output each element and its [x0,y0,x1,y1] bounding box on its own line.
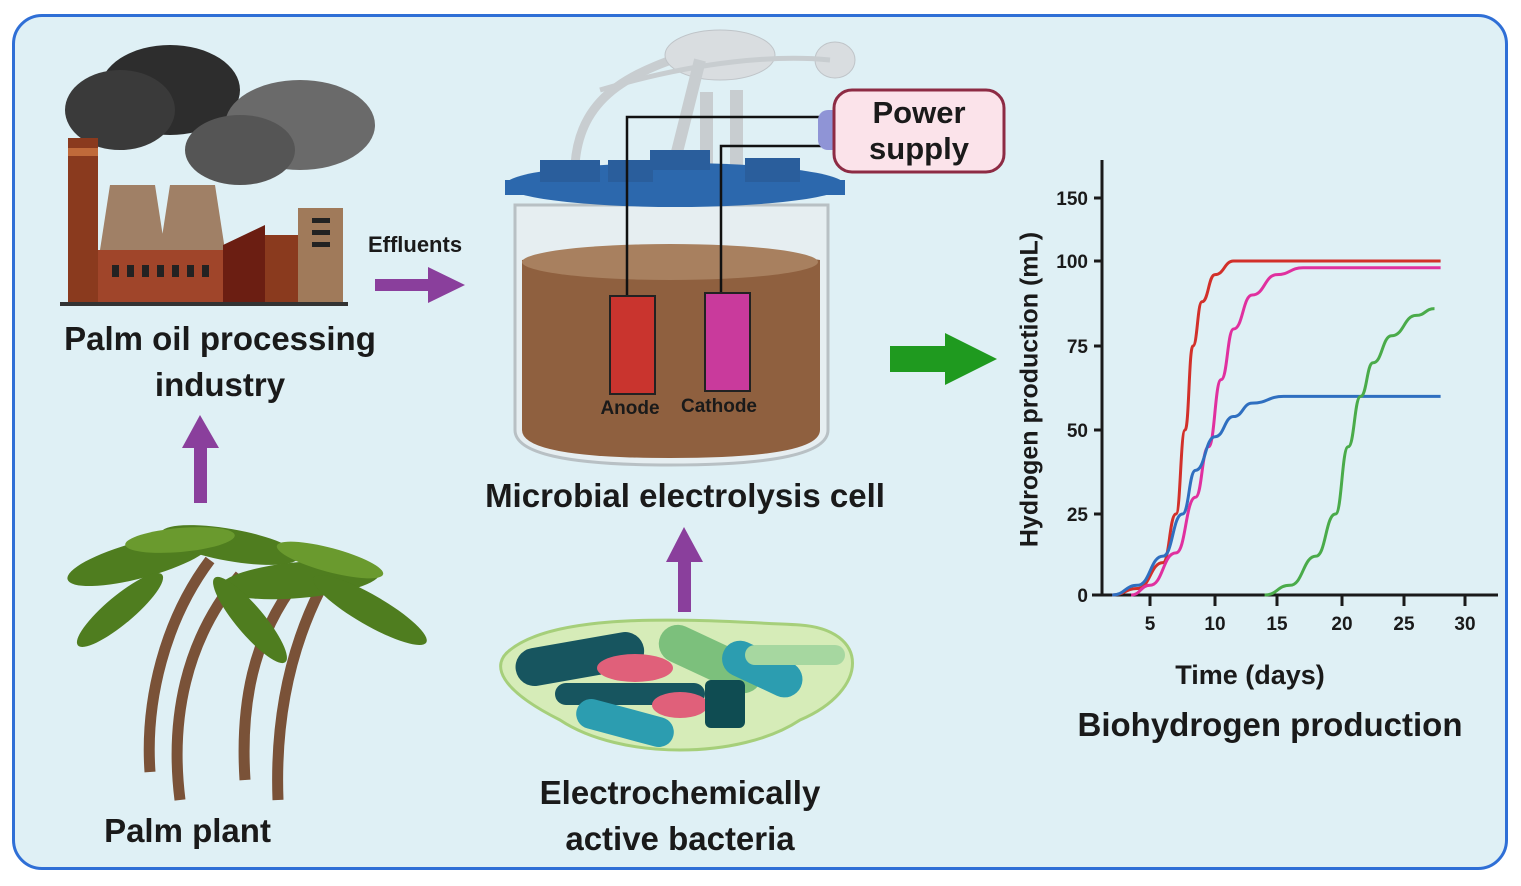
industry-label-line2: industry [154,366,286,403]
bioreactor-icon [505,29,1006,467]
anode-label: Anode [600,398,660,419]
palm-tree-icon [67,525,427,801]
industry-label: Palm oil processing industry [40,316,400,408]
output-arrow [890,333,997,385]
bacteria-label-line2: active bacteria [565,820,795,857]
power-supply-label: Power supply [834,95,1004,167]
bacteria-label: Electrochemically active bacteria [480,770,880,862]
plant-to-industry-arrow [182,415,219,503]
y-tick-label: 25 [1067,505,1089,526]
effluent-arrow [375,267,465,303]
x-tick-label: 5 [1145,614,1156,635]
cathode-label: Cathode [681,396,757,417]
y-tick-label: 75 [1067,337,1089,358]
bacteria-icon [499,618,854,752]
y-tick-label: 50 [1067,421,1088,442]
factory-icon [60,45,375,306]
bacteria-label-line1: Electrochemically [539,774,821,811]
y-axis-label: Hydrogen production (mL) [1015,231,1044,548]
bacteria-to-cell-arrow [666,527,703,612]
x-tick-label: 20 [1331,614,1352,635]
series-line-3 [1112,394,1441,597]
x-tick-label: 25 [1393,614,1415,635]
mec-label: Microbial electrolysis cell [485,477,885,514]
y-tick-label: 150 [1056,189,1088,210]
x-axis-label: Time (days) [1175,660,1325,690]
y-tick-label: 100 [1056,252,1088,273]
power-supply-line2: supply [869,131,969,166]
palm-plant-label: Palm plant [104,812,271,849]
series-line-4 [1264,307,1435,597]
hydrogen-chart: 5 10 15 20 25 30 0 25 50 75 100 150 [1056,160,1498,635]
x-tick-label: 10 [1204,614,1225,635]
series-line-1 [1112,259,1441,597]
y-tick-label: 0 [1077,586,1088,607]
biohydrogen-label: Biohydrogen production [1077,706,1463,743]
x-tick-label: 15 [1266,614,1288,635]
series-line-2 [1130,266,1441,597]
power-supply-line1: Power [872,95,966,130]
industry-label-line1: Palm oil processing [64,320,376,357]
x-tick-label: 30 [1454,614,1475,635]
effluents-label: Effluents [367,232,463,257]
